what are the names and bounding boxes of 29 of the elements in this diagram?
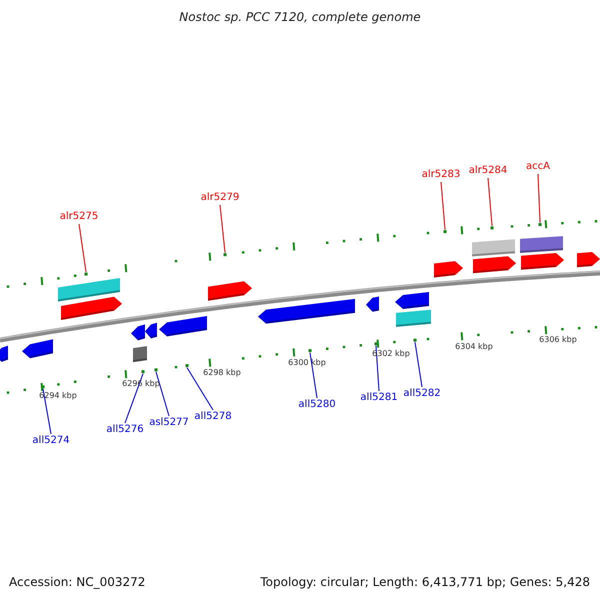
- gene-label: asl5277: [149, 417, 189, 429]
- leader-line: [310, 352, 318, 398]
- gene-label: alr5279: [200, 192, 240, 204]
- leader-line: [414, 342, 422, 388]
- leader-line: [538, 174, 540, 224]
- gene-label: alr5284: [468, 165, 508, 177]
- leader-line: [440, 182, 446, 230]
- leader-line: [156, 371, 170, 416]
- leader-line: [220, 204, 226, 254]
- footer-note: Accession: NC_003272: [9, 576, 146, 588]
- diagram-title: Nostoc sp. PCC 7120, complete genome: [178, 11, 422, 23]
- scale-label: 6306 kbp: [539, 334, 577, 346]
- leader-line: [78, 224, 86, 273]
- leader-line: [376, 345, 380, 392]
- gene-label: alr5283: [422, 169, 460, 181]
- gene-label: accA: [526, 161, 550, 173]
- leader-line: [42, 388, 52, 434]
- gene-label: all5274: [32, 435, 70, 447]
- scale-label: 6304 kbp: [455, 341, 493, 353]
- gene-label: all5280: [298, 399, 336, 411]
- gene-label: alr5275: [60, 211, 98, 223]
- scale-label: 6298 kbp: [203, 367, 241, 379]
- leader-line: [488, 178, 492, 226]
- gene-label: all5276: [106, 424, 144, 436]
- gene-label: all5282: [403, 388, 441, 400]
- gene-label: all5281: [360, 392, 398, 404]
- gene-label: all5278: [194, 411, 232, 423]
- footer-note: Topology: circular; Length: 6,413,771 bp; Genes: 5,428: [260, 576, 590, 588]
- leader-line: [186, 367, 214, 410]
